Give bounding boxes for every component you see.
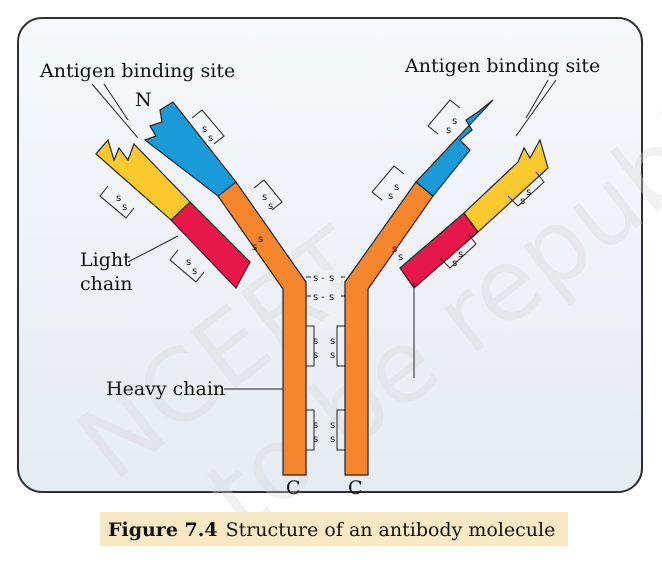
svg-text:s: s — [258, 234, 263, 245]
heavy-chain-label: Heavy chain — [106, 378, 225, 400]
figure-number: Figure 7.4 — [108, 519, 218, 541]
svg-text:s: s — [116, 193, 121, 204]
svg-text:s: s — [208, 133, 213, 144]
heavy-variable-right — [415, 99, 494, 197]
label-leaders — [91, 79, 557, 390]
figure-caption-text: Figure 7.4 Structure of an antibody molec… — [108, 519, 555, 541]
svg-text:s: s — [313, 336, 318, 347]
svg-text:s: s — [252, 242, 257, 253]
svg-text:s: s — [398, 252, 403, 263]
svg-text:s: s — [329, 292, 334, 303]
svg-text:s: s — [268, 201, 273, 212]
svg-text:s: s — [458, 249, 463, 260]
antigen-binding-site-right-label: Antigen binding site — [404, 55, 600, 77]
svg-text:s: s — [446, 125, 451, 136]
antigen-binding-site-left-label: Antigen binding site — [39, 60, 235, 82]
figure-title: Structure of an antibody molecule — [226, 519, 556, 541]
heavy-variable-left — [143, 101, 237, 197]
svg-text:s: s — [452, 116, 457, 127]
svg-text:s: s — [392, 244, 397, 255]
svg-text:s: s — [122, 202, 127, 213]
svg-text:s: s — [394, 182, 399, 193]
svg-text:s: s — [192, 266, 197, 277]
intrachain-disulfide-stems — [306, 325, 345, 451]
intrachain-disulfide-arm-labels: s s s s s s s s s s s s s s s s s s s s — [116, 116, 531, 277]
svg-text:s: s — [452, 258, 457, 269]
svg-text:s: s — [313, 273, 318, 284]
svg-text:s: s — [202, 124, 207, 135]
light-chain-label-line1: Light — [80, 249, 131, 271]
svg-text:s: s — [330, 434, 335, 445]
svg-text:s: s — [520, 196, 525, 207]
intrachain-disulfide-stem-labels: s s s s s s s s — [313, 336, 335, 445]
c-terminus-left-label: C — [286, 477, 301, 499]
svg-text:s: s — [329, 273, 334, 284]
svg-text:-: - — [321, 273, 325, 284]
light-chain-label-line2: chain — [80, 273, 133, 295]
svg-text:s: s — [313, 420, 318, 431]
svg-text:s: s — [313, 350, 318, 361]
svg-text:s: s — [330, 336, 335, 347]
figure-caption: Figure 7.4 Structure of an antibody molec… — [100, 512, 568, 546]
intrachain-disulfide-arms — [99, 99, 545, 283]
svg-text:s: s — [526, 187, 531, 198]
n-terminus-label: N — [135, 89, 152, 111]
svg-text:s: s — [186, 257, 191, 268]
svg-text:s: s — [262, 192, 267, 203]
svg-text:s: s — [330, 420, 335, 431]
svg-text:-: - — [321, 292, 325, 303]
light-variable-right — [463, 138, 549, 233]
svg-text:s: s — [313, 292, 318, 303]
svg-text:s: s — [388, 191, 393, 202]
light-variable-left — [95, 138, 191, 221]
svg-text:s: s — [313, 434, 318, 445]
c-terminus-right-label: C — [348, 477, 363, 499]
hinge-disulfide-bonds: s - s s - s — [306, 270, 345, 303]
svg-text:s: s — [330, 350, 335, 361]
